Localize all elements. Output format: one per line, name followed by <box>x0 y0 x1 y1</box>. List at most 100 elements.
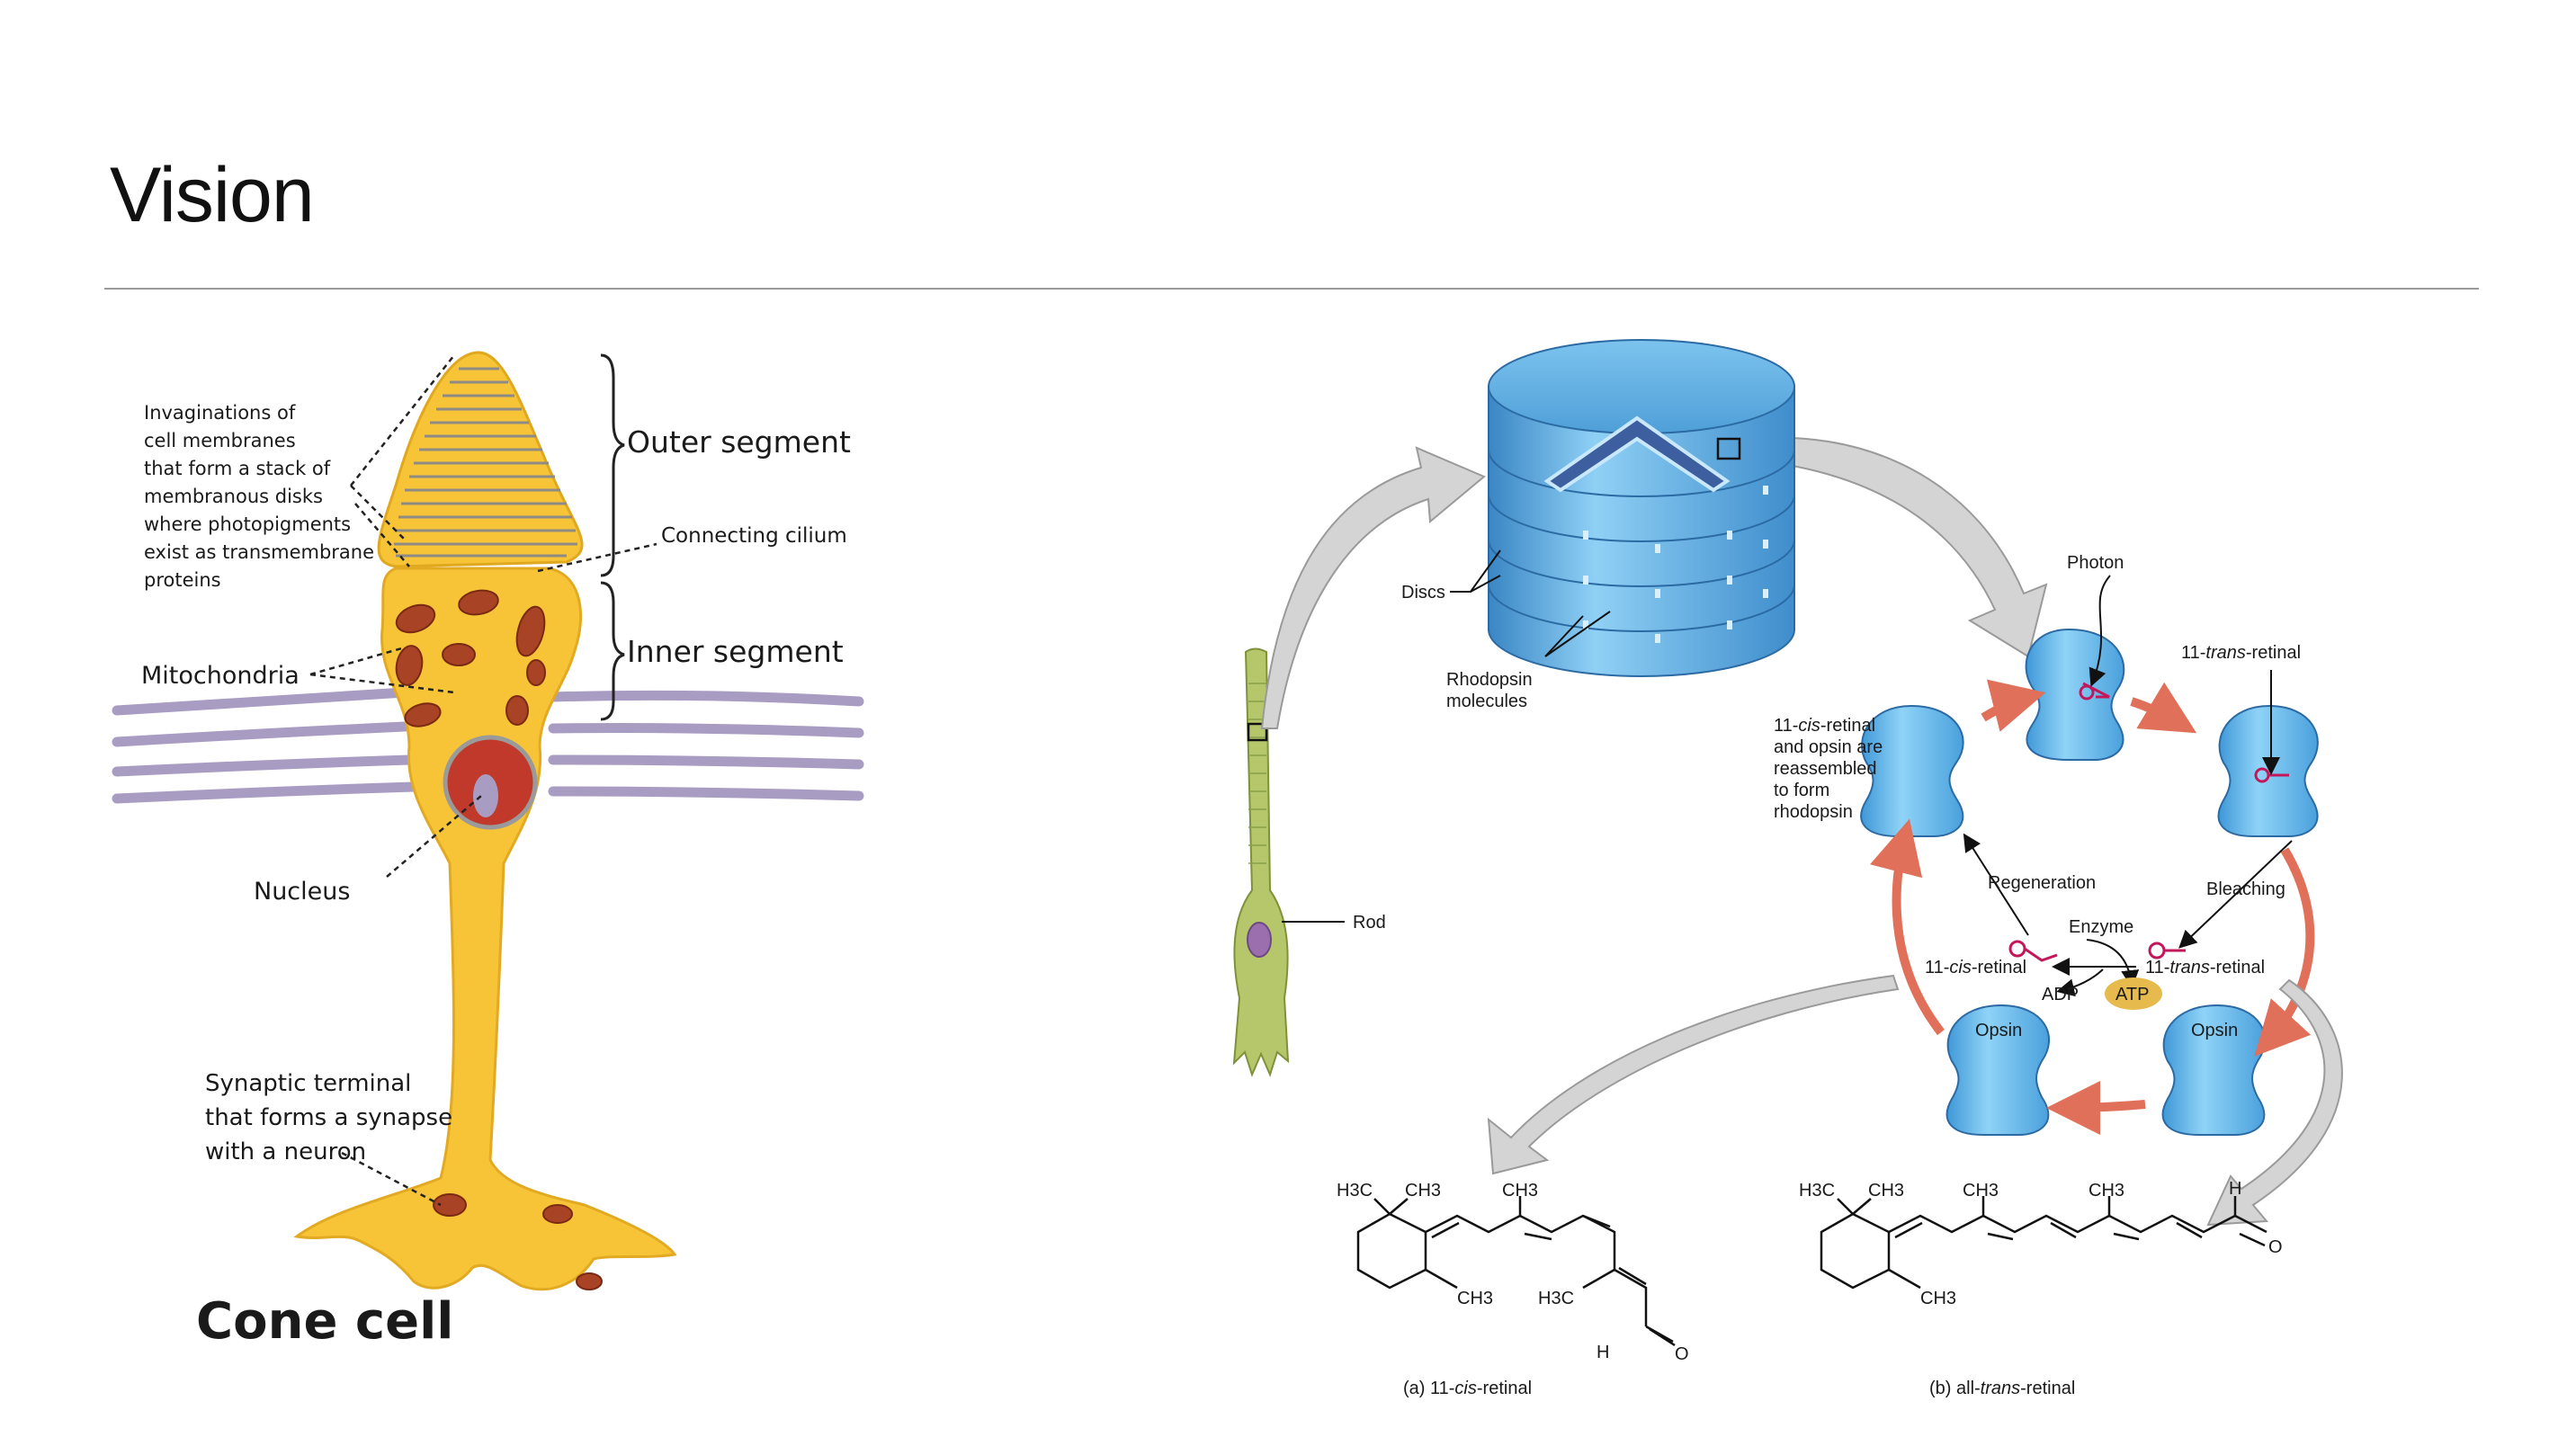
inner-segment <box>293 567 677 1291</box>
adp-label: ADP <box>2042 985 2079 1004</box>
trans-right-prefix: 11- <box>2145 958 2169 977</box>
caption-trans: (b) all-trans-retinal <box>1929 1379 2075 1398</box>
cone-cell-caption: Cone cell <box>196 1292 453 1351</box>
invaginations-line-7: proteins <box>144 569 221 591</box>
outer-segment-label: Outer segment <box>627 424 851 460</box>
retinal-trans-glyph <box>2148 942 2186 960</box>
trans-h: H <box>2229 1179 2241 1199</box>
trans-h3c-top: H3C <box>1799 1181 1835 1201</box>
reassembled-italic: cis <box>1798 716 1820 736</box>
cis-left-suffix: -retinal <box>1972 958 2026 977</box>
outer-segment <box>377 351 584 568</box>
discs-label: Discs <box>1401 583 1445 602</box>
invaginations-line-5: where photopigments <box>144 513 351 535</box>
rhodopsin-dots <box>1583 486 1768 643</box>
cis-left-italic: cis <box>1949 958 1971 977</box>
invaginations-line-2: cell membranes <box>144 430 296 451</box>
trans-ch3-ring: CH3 <box>1920 1289 1956 1308</box>
retinal-cis-glyph <box>2008 940 2058 962</box>
atp-label: ATP <box>2115 985 2149 1004</box>
opsin-left-label: Opsin <box>1975 1021 2022 1040</box>
disc-leaders <box>1450 549 1611 657</box>
caption-cis: (a) 11-cis-retinal <box>1403 1379 1532 1398</box>
outer-segment-brace <box>600 353 625 577</box>
rhodopsin-label-line-1: Rhodopsin <box>1446 670 1533 690</box>
trans-right-italic: trans <box>2169 958 2209 977</box>
invaginations-label: Invaginations of cell membranes that for… <box>144 402 374 591</box>
invaginations-line-3: that form a stack of <box>144 458 331 479</box>
rhodopsin-right <box>2217 704 2319 837</box>
trans-retinal-label: 11-trans-retinal <box>2145 958 2265 977</box>
reassembled-prefix: 11- <box>1774 716 1798 736</box>
cis-ch3-mid: CH3 <box>1502 1181 1538 1201</box>
zoom-arrow-rod-to-discs <box>1260 446 1486 729</box>
reassembled-label-line-2: and opsin are <box>1774 737 1883 757</box>
caption-b-suffix: -retinal <box>2020 1379 2075 1398</box>
inner-segment-brace <box>600 581 625 721</box>
rhodopsin-cycle-diagram: Rod Discs Rhodop <box>1232 339 2343 1398</box>
trans-ch3-top: CH3 <box>1868 1181 1904 1201</box>
reassembled-label-line-3: reassembled <box>1774 759 1877 779</box>
bleaching-label: Bleaching <box>2206 879 2285 899</box>
synaptic-line-1: Synaptic terminal <box>205 1070 411 1097</box>
inner-segment-label: Inner segment <box>627 634 844 669</box>
reassembled-label-line-1: 11-cis-retinal <box>1774 716 1875 736</box>
trans-top-suffix: -retinal <box>2246 643 2301 663</box>
caption-b-prefix: (b) all- <box>1929 1379 1981 1398</box>
title-divider <box>104 288 2479 290</box>
regeneration-label: Regeneration <box>1988 873 2096 893</box>
synaptic-line-3: with a neuron <box>205 1138 366 1165</box>
membrane-disks <box>394 367 577 558</box>
rod-cell <box>1232 647 1290 1077</box>
trans-right-suffix: -retinal <box>2210 958 2265 977</box>
cis-h3c-lower: H3C <box>1538 1289 1574 1308</box>
membrane-lines <box>112 687 864 804</box>
cis-left-prefix: 11- <box>1925 958 1949 977</box>
structure-11-cis-retinal <box>1356 1196 1676 1347</box>
slide-title: Vision <box>110 152 315 238</box>
rod-disc-lines <box>1248 683 1266 864</box>
trans-top-prefix: 11- <box>2181 643 2205 663</box>
synaptic-label: Synaptic terminal that forms a synapse w… <box>205 1070 452 1165</box>
rhodopsin-top <box>2025 628 2125 761</box>
invaginations-line-6: exist as transmembrane <box>144 541 374 563</box>
zoom-arrow-to-trans-structure <box>2206 978 2343 1227</box>
structure-trans-labels: H3C CH3 CH3 CH3 CH3 H O <box>1799 1179 2283 1308</box>
invaginations-line-1: Invaginations of <box>144 402 296 424</box>
reaction-arrows <box>1963 575 2293 997</box>
caption-a-suffix: -retinal <box>1477 1379 1532 1398</box>
disc-zoom-box <box>1716 437 1741 460</box>
mitochondria <box>395 589 603 1290</box>
opsin-left: Opsin <box>1945 1004 2051 1136</box>
cone-leader-lines <box>309 354 657 1207</box>
cis-h3c-top: H3C <box>1337 1181 1373 1201</box>
reassembled-label-line-5: rhodopsin <box>1774 802 1853 822</box>
trans-top-italic: trans <box>2205 643 2245 663</box>
opsin-right: Opsin <box>2161 1004 2267 1136</box>
connecting-cilium-label: Connecting cilium <box>661 524 847 548</box>
cycle-arrows <box>1869 679 2315 1135</box>
photon-label: Photon <box>2067 553 2124 573</box>
reassembled-suffix: -retinal <box>1820 716 1875 736</box>
rod-label: Rod <box>1353 913 1386 933</box>
trans-ch3-mid2: CH3 <box>2089 1181 2124 1201</box>
structure-all-trans-retinal <box>1820 1196 2267 1290</box>
cis-retinal-label: 11-cis-retinal <box>1925 958 2026 977</box>
opsin-right-label: Opsin <box>2191 1021 2238 1040</box>
cis-ch3-ring: CH3 <box>1457 1289 1493 1308</box>
trans-ch3-mid1: CH3 <box>1963 1181 1999 1201</box>
rhodopsin-left <box>1860 704 1964 837</box>
disc-stack <box>1488 339 1795 677</box>
structure-cis-labels: H3C CH3 CH3 CH3 H3C H O <box>1337 1181 1689 1364</box>
cone-cell-diagram: Invaginations of cell membranes that for… <box>112 351 864 1351</box>
reassembled-label-line-4: to form <box>1774 781 1829 800</box>
synaptic-line-2: that forms a synapse <box>205 1104 452 1131</box>
nucleus-label: Nucleus <box>254 878 350 906</box>
caption-a-italic: cis <box>1454 1379 1476 1398</box>
cis-o: O <box>1675 1344 1689 1364</box>
mitochondria-label: Mitochondria <box>141 662 300 690</box>
caption-a-prefix: (a) 11- <box>1403 1379 1454 1398</box>
trans-retinal-top-label: 11-trans-retinal <box>2181 643 2301 663</box>
nucleolus <box>473 774 498 817</box>
